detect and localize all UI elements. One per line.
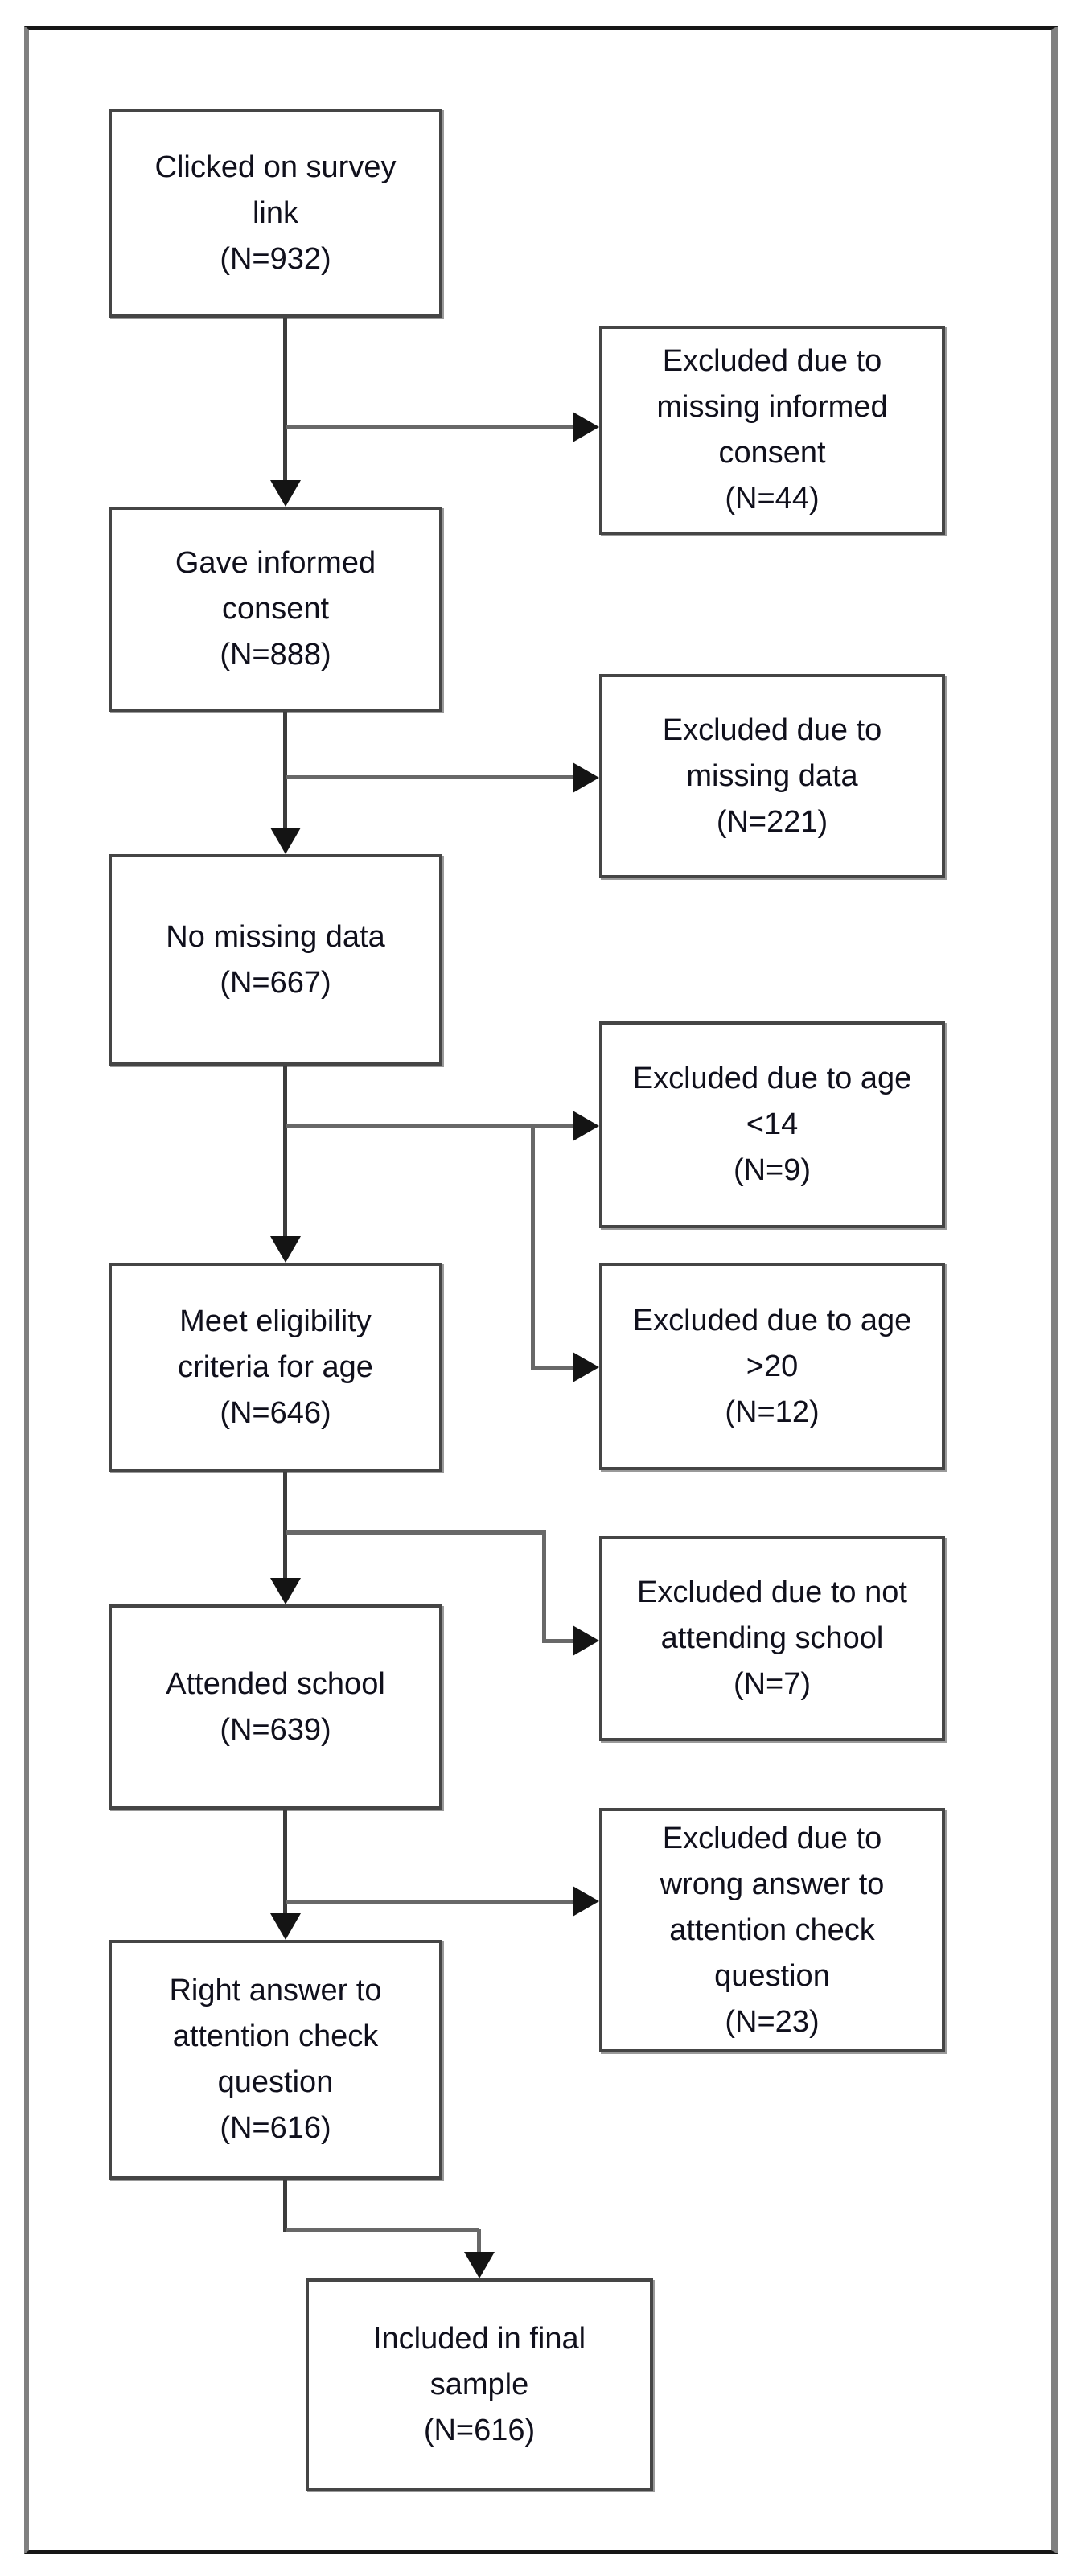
- flow-box-right-answer-attention-check: Right answer to attention check question…: [109, 1940, 442, 2180]
- box-text: Included in final sample (N=616): [373, 2316, 586, 2454]
- box-label: Excluded due to age <14: [632, 1062, 912, 1141]
- connector-clicked-to-consent: [283, 318, 287, 483]
- connector-school-to-attention: [283, 1810, 287, 1916]
- box-n-count: (N=9): [733, 1153, 812, 1187]
- flow-box-no-missing-data: No missing data (N=667): [109, 854, 442, 1066]
- arrowhead-right-into-excl-age-old: [573, 1352, 599, 1382]
- flow-box-attended-school: Attended school (N=639): [109, 1604, 442, 1810]
- box-n-count: (N=616): [220, 2111, 331, 2145]
- branch-excluded-school-right: [286, 1530, 545, 1535]
- branch-excluded-age-over-20-down: [531, 1124, 535, 1370]
- box-n-count: (N=44): [725, 482, 820, 516]
- arrowhead-right-into-excl-consent: [573, 412, 599, 442]
- box-n-count: (N=7): [733, 1667, 812, 1701]
- box-text: Excluded due to age <14 (N=9): [633, 1056, 912, 1194]
- box-text: Excluded due to missing data (N=221): [663, 708, 882, 845]
- arrowhead-down-into-school: [270, 1578, 301, 1604]
- box-n-count: (N=888): [220, 638, 331, 672]
- flow-box-clicked-survey-link: Clicked on survey link (N=932): [109, 109, 442, 318]
- flow-box-excluded-age-under-14: Excluded due to age <14 (N=9): [599, 1021, 945, 1228]
- arrowhead-right-into-excl-missing: [573, 762, 599, 793]
- box-label: Clicked on survey link: [154, 150, 397, 230]
- box-label: Attended school: [166, 1666, 385, 1701]
- branch-excluded-school-into-box: [545, 1639, 575, 1643]
- flow-box-excluded-age-over-20: Excluded due to age >20 (N=12): [599, 1263, 945, 1470]
- box-n-count: (N=221): [716, 804, 828, 839]
- box-n-count: (N=616): [423, 2413, 536, 2447]
- box-text: Gave informed consent (N=888): [175, 540, 376, 678]
- box-text: Clicked on survey link (N=932): [155, 145, 397, 282]
- box-label: Excluded due to wrong answer to attentio…: [660, 1821, 885, 1993]
- box-text: No missing data (N=667): [166, 914, 384, 1006]
- box-n-count: (N=646): [220, 1395, 331, 1430]
- branch-excluded-age-over-20: [533, 1366, 575, 1370]
- branch-excluded-missing-consent: [286, 425, 575, 429]
- connector-attention-to-final-down: [283, 2180, 287, 2232]
- box-text: Excluded due to wrong answer to attentio…: [660, 1816, 885, 2045]
- branch-excluded-school-down: [542, 1530, 546, 1643]
- box-label: Excluded due to not attending school: [637, 1576, 907, 1655]
- connector-attention-to-final-drop: [477, 2229, 481, 2254]
- box-text: Excluded due to missing informed consent…: [656, 339, 887, 522]
- box-n-count: (N=12): [725, 1395, 820, 1429]
- arrowhead-down-into-consent: [270, 480, 301, 507]
- arrowhead-down-into-nomissing: [270, 828, 301, 854]
- box-text: Excluded due to not attending school (N=…: [637, 1570, 907, 1707]
- flow-box-excluded-not-attending-school: Excluded due to not attending school (N=…: [599, 1536, 945, 1741]
- arrowhead-right-into-excl-attention: [573, 1886, 599, 1917]
- flow-box-included-final-sample: Included in final sample (N=616): [306, 2278, 653, 2491]
- branch-excluded-attention-check: [286, 1900, 575, 1904]
- flow-box-excluded-missing-data: Excluded due to missing data (N=221): [599, 674, 945, 878]
- connector-nomissing-to-eligibility: [283, 1066, 287, 1239]
- box-n-count: (N=667): [220, 965, 331, 1000]
- flow-box-meet-eligibility-age: Meet eligibility criteria for age (N=646…: [109, 1263, 442, 1472]
- box-text: Attended school (N=639): [166, 1662, 385, 1753]
- box-label: Included in final sample: [372, 2321, 586, 2401]
- box-label: Gave informed consent: [175, 546, 376, 626]
- arrowhead-down-into-eligibility: [270, 1236, 301, 1263]
- flow-box-excluded-wrong-attention-check: Excluded due to wrong answer to attentio…: [599, 1808, 945, 2052]
- branch-excluded-age-under-14: [286, 1124, 575, 1128]
- box-n-count: (N=639): [220, 1712, 331, 1747]
- arrowhead-down-into-final: [464, 2252, 495, 2278]
- box-label: Excluded due to missing informed consent: [656, 344, 888, 470]
- box-text: Meet eligibility criteria for age (N=646…: [178, 1299, 373, 1436]
- flow-box-excluded-missing-consent: Excluded due to missing informed consent…: [599, 326, 945, 535]
- connector-eligibility-to-school: [283, 1472, 287, 1580]
- box-text: Right answer to attention check question…: [169, 1968, 381, 2151]
- connector-consent-to-nomissing: [283, 712, 287, 830]
- box-label: Excluded due to age >20: [632, 1303, 912, 1383]
- box-text: Excluded due to age >20 (N=12): [633, 1298, 912, 1436]
- branch-excluded-missing-data: [286, 775, 575, 779]
- connector-attention-to-final-right: [286, 2228, 479, 2232]
- arrowhead-right-into-excl-school: [573, 1625, 599, 1656]
- box-label: Meet eligibility criteria for age: [178, 1304, 373, 1384]
- box-label: No missing data: [166, 919, 385, 954]
- arrowhead-right-into-excl-age-young: [573, 1111, 599, 1141]
- box-label: Right answer to attention check question: [169, 1974, 382, 2099]
- arrowhead-down-into-attention: [270, 1913, 301, 1940]
- box-n-count: (N=932): [220, 241, 331, 276]
- box-label: Excluded due to missing data: [662, 713, 882, 793]
- diagram-frame: [24, 26, 1058, 2554]
- flow-box-gave-informed-consent: Gave informed consent (N=888): [109, 507, 442, 712]
- box-n-count: (N=23): [725, 2004, 820, 2039]
